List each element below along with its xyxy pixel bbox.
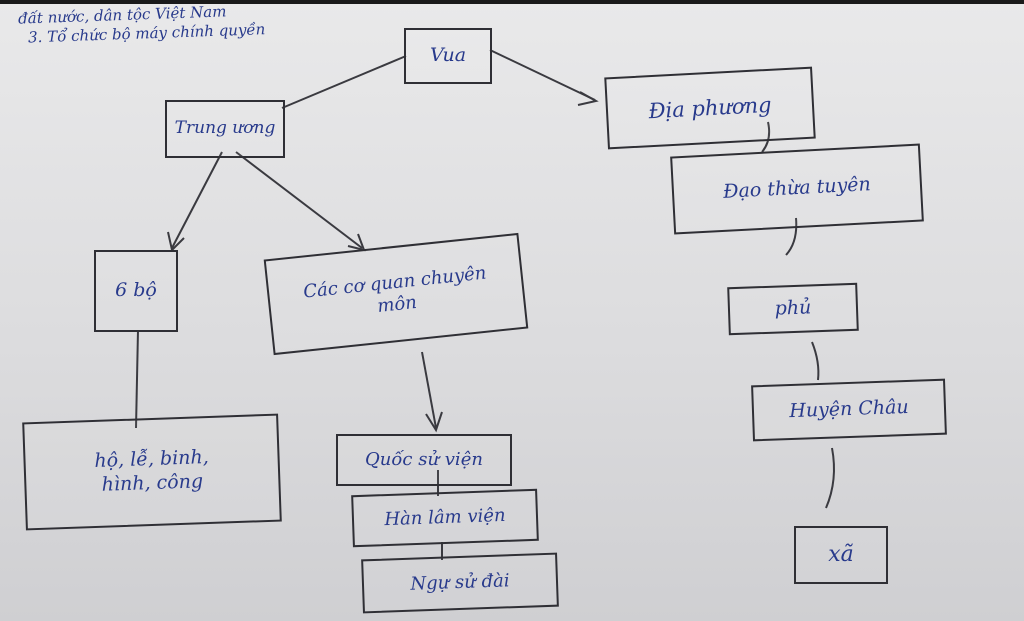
top-edge (0, 0, 1024, 4)
link-vua-trung-uong (281, 55, 407, 109)
node-vua: Vua (404, 28, 492, 84)
arrowhead-dia-phuong (577, 91, 599, 106)
node-trung-uong: Trung ương (165, 100, 285, 158)
link-co-quan-quoc-su-vien (421, 351, 437, 429)
link-trung-uong-co-quan (235, 151, 363, 249)
node-6-bo: 6 bộ (94, 250, 178, 332)
link-vua-dia-phuong (489, 49, 596, 101)
arrowhead-co-quan (347, 233, 366, 252)
node-huyen-chau: Huyện Châu (751, 378, 947, 442)
link-phu-huyen (811, 341, 820, 381)
arrowhead-quoc-su-vien (425, 411, 443, 433)
node-dia-phuong: Địa phương (604, 66, 816, 150)
node-quoc-su-vien: Quốc sử viện (336, 434, 512, 486)
node-phu: phủ (727, 282, 859, 336)
link-dia-phuong-dao (761, 121, 771, 153)
node-dao-thua-tuyen: Đạo thừa tuyên (670, 143, 924, 235)
node-han-lam-vien: Hàn lâm viện (351, 488, 539, 548)
node-ten-bo: hộ, lễ, binh, hình, công (22, 413, 282, 531)
link-huyen-xa (825, 447, 835, 509)
node-xa: xã (794, 526, 888, 584)
link-dao-phu (785, 217, 798, 256)
link-6-bo-ten-bo (135, 329, 139, 429)
link-trung-uong-6-bo (171, 151, 223, 249)
node-ngu-su-dai: Ngự sử đài (361, 552, 559, 614)
